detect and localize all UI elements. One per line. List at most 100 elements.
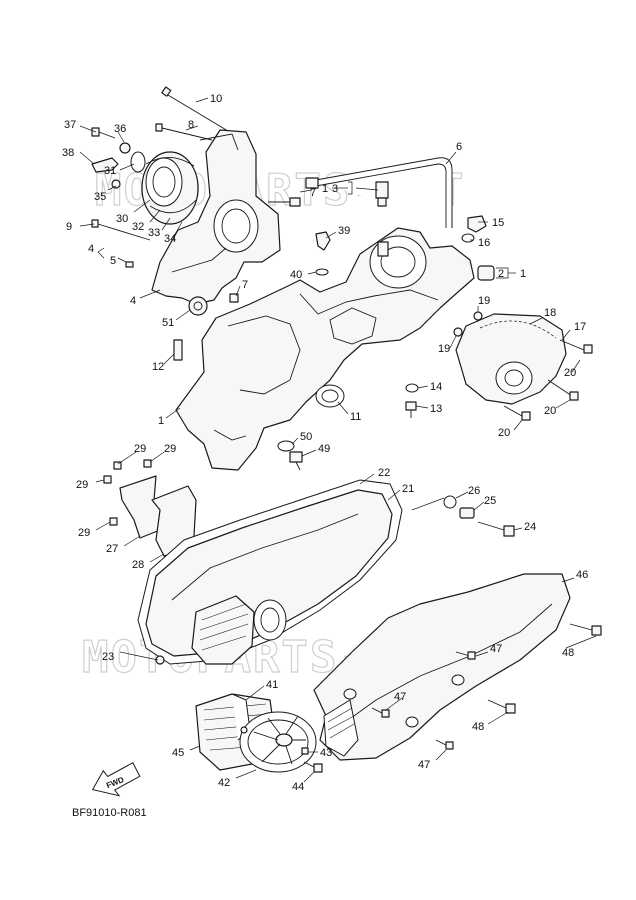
bolt-49 bbox=[289, 451, 303, 471]
callout-48b: 48 bbox=[472, 721, 484, 733]
callout-20a: 20 bbox=[564, 367, 576, 379]
bolt-9 bbox=[91, 219, 151, 241]
callout-4b: 4 bbox=[130, 295, 136, 307]
callout-1a: 1 bbox=[158, 415, 164, 427]
callout-17: 17 bbox=[574, 321, 586, 333]
washer-43 bbox=[301, 747, 309, 755]
callout-39: 39 bbox=[338, 225, 350, 237]
cover-intake bbox=[323, 699, 359, 757]
callout-28: 28 bbox=[132, 559, 144, 571]
callout-48a: 48 bbox=[562, 647, 574, 659]
fwd-arrow-icon: FWD bbox=[91, 762, 141, 797]
bolt-48-upper bbox=[569, 623, 602, 636]
bolt-24 bbox=[477, 521, 515, 537]
washer-26 bbox=[443, 495, 457, 509]
callout-19b: 19 bbox=[438, 343, 450, 355]
callout-6: 6 bbox=[456, 141, 462, 153]
fitting-3 bbox=[375, 181, 389, 207]
bearing-assembly-30-34 bbox=[141, 151, 199, 225]
bolt-37 bbox=[91, 127, 116, 139]
callout-27: 27 bbox=[106, 543, 118, 555]
callout-47b: 47 bbox=[394, 691, 406, 703]
bolt-29-c bbox=[103, 475, 112, 484]
callout-30: 30 bbox=[116, 213, 128, 225]
callout-23: 23 bbox=[102, 651, 114, 663]
callout-1b: 1 bbox=[322, 183, 328, 195]
callout-3: 3 bbox=[332, 183, 338, 195]
seal-ring-31 bbox=[130, 151, 146, 173]
part-36 bbox=[119, 142, 131, 154]
bolt-13 bbox=[405, 401, 417, 418]
callout-labels: 10 8 37 36 38 31 35 7 9 30 32 33 34 4 5 … bbox=[62, 93, 588, 793]
cap-2 bbox=[477, 265, 495, 281]
callout-19a: 19 bbox=[478, 295, 490, 307]
washer-50 bbox=[277, 440, 295, 452]
clip-41 bbox=[240, 726, 248, 734]
reference-code: BF91010-R081 bbox=[72, 807, 147, 819]
callout-12: 12 bbox=[152, 361, 164, 373]
callout-36: 36 bbox=[114, 123, 126, 135]
callout-29b: 29 bbox=[164, 443, 176, 455]
air-intake-grille bbox=[191, 595, 255, 665]
callout-31: 31 bbox=[104, 165, 116, 177]
cover-boss bbox=[253, 599, 287, 641]
callout-1c: 1 bbox=[520, 268, 526, 280]
bolt-20-upper bbox=[547, 379, 579, 401]
bearing-51 bbox=[188, 296, 208, 316]
callout-8: 8 bbox=[188, 119, 194, 131]
callout-13: 13 bbox=[430, 403, 442, 415]
washer-14 bbox=[405, 383, 419, 393]
bolt-44 bbox=[303, 761, 323, 773]
callout-21: 21 bbox=[402, 483, 414, 495]
callout-18: 18 bbox=[544, 307, 556, 319]
callout-10: 10 bbox=[210, 93, 222, 105]
callout-41: 41 bbox=[266, 679, 278, 691]
bolt-10 bbox=[161, 86, 234, 135]
callout-32: 32 bbox=[132, 221, 144, 233]
clamp-38 bbox=[91, 157, 119, 173]
callout-33: 33 bbox=[148, 227, 160, 239]
bolt-29-b bbox=[143, 459, 152, 468]
bracket-27 bbox=[119, 475, 163, 539]
callout-5: 5 bbox=[110, 255, 116, 267]
washer-16 bbox=[461, 233, 475, 243]
plug-15 bbox=[467, 215, 487, 233]
callout-37: 37 bbox=[64, 119, 76, 131]
callout-26: 26 bbox=[468, 485, 480, 497]
dowel-12 bbox=[173, 339, 183, 361]
callout-22: 22 bbox=[378, 467, 390, 479]
callout-15: 15 bbox=[492, 217, 504, 229]
callout-45: 45 bbox=[172, 747, 184, 759]
callout-43: 43 bbox=[320, 747, 332, 759]
callout-29a: 29 bbox=[134, 443, 146, 455]
callout-40: 40 bbox=[290, 269, 302, 281]
cooling-fan-42 bbox=[239, 711, 317, 773]
bolt-29-a bbox=[113, 461, 122, 470]
bolt-8 bbox=[155, 123, 213, 141]
bolt-7-lower bbox=[229, 293, 239, 303]
callout-47a: 47 bbox=[490, 643, 502, 655]
callout-29d: 29 bbox=[78, 527, 90, 539]
leader-26-link bbox=[411, 497, 445, 511]
leader-lines bbox=[79, 97, 597, 783]
dowel-19-lower bbox=[453, 327, 463, 337]
oring-40 bbox=[315, 268, 329, 276]
dowel-19-upper bbox=[473, 311, 483, 321]
bolt-20-lower bbox=[503, 405, 531, 421]
sensor-39 bbox=[315, 231, 331, 251]
callout-29c: 29 bbox=[76, 479, 88, 491]
callout-25: 25 bbox=[484, 495, 496, 507]
callout-42: 42 bbox=[218, 777, 230, 789]
bolt-47-a bbox=[455, 651, 476, 660]
bolt-17 bbox=[559, 339, 593, 354]
gear-cover-18 bbox=[455, 313, 567, 405]
callout-11: 11 bbox=[350, 411, 361, 423]
bolt-35 bbox=[111, 179, 121, 189]
crankcase-right-1 bbox=[175, 227, 475, 471]
dowel-23 bbox=[155, 655, 165, 665]
callout-14: 14 bbox=[430, 381, 442, 393]
callout-20c: 20 bbox=[498, 427, 510, 439]
pin-5 bbox=[125, 261, 134, 268]
callout-9: 9 bbox=[66, 221, 72, 233]
